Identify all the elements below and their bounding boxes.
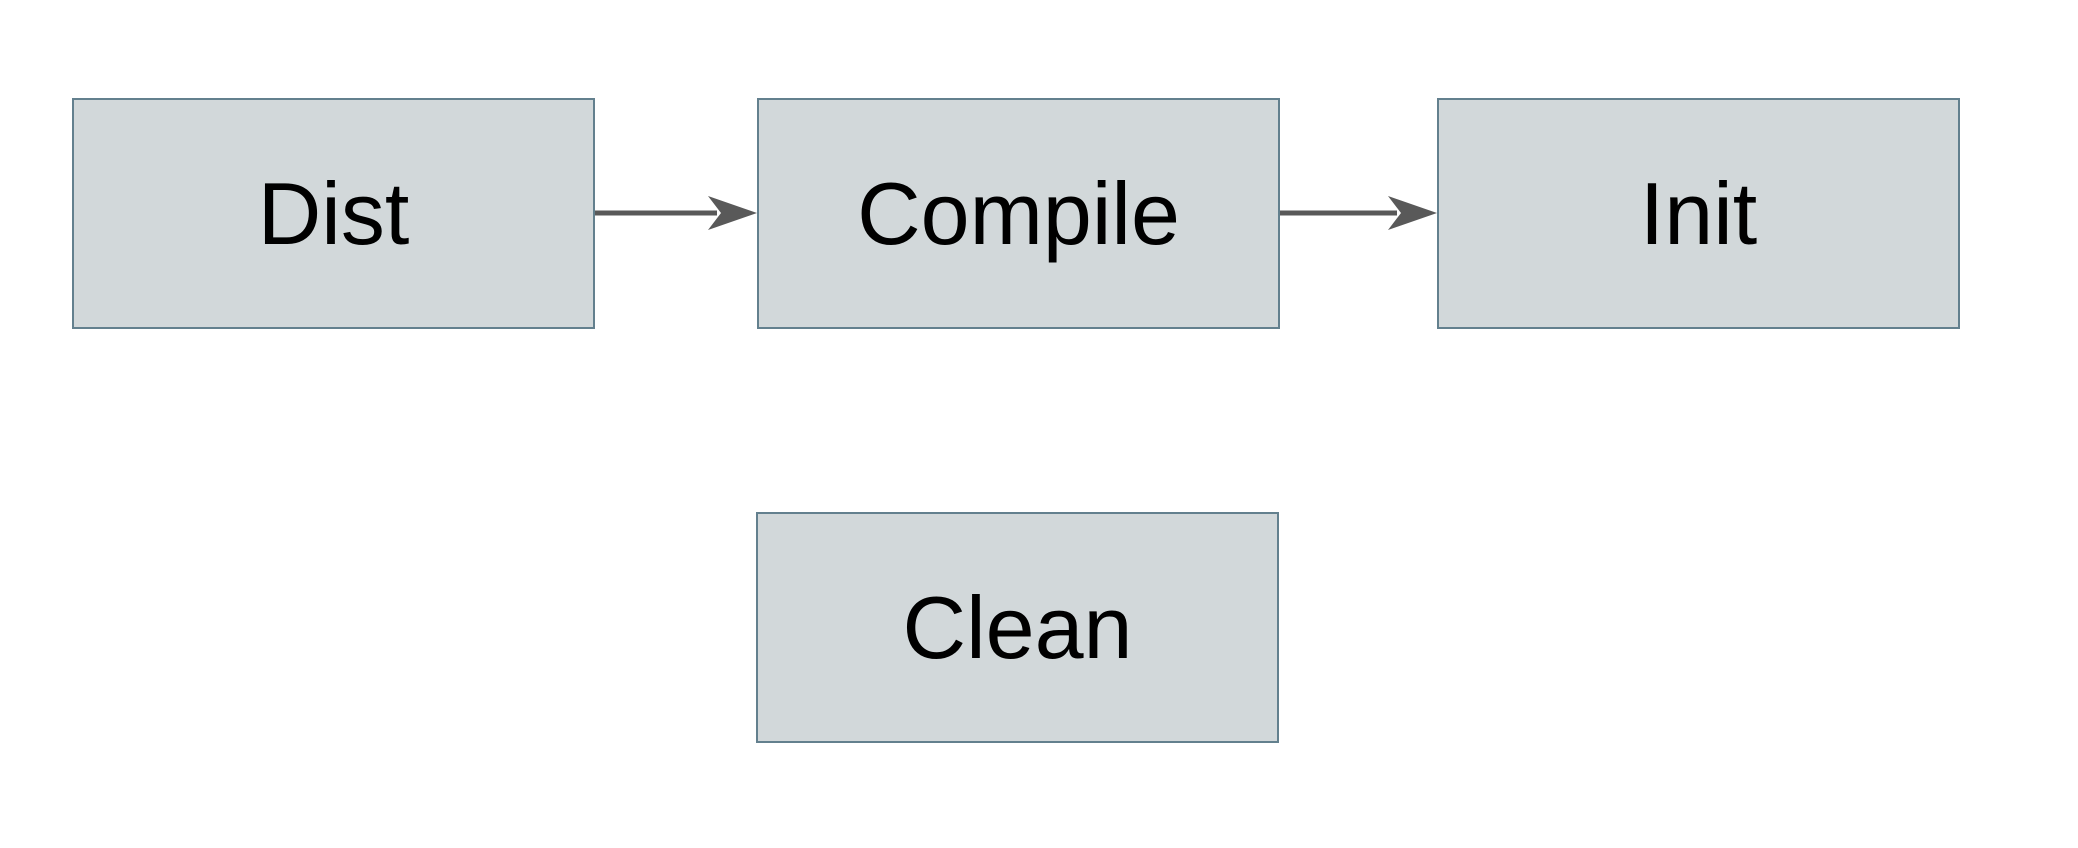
- node-init: Init: [1437, 98, 1960, 329]
- node-compile: Compile: [757, 98, 1280, 329]
- arrow-compile-to-init-icon: [1280, 196, 1437, 230]
- node-compile-label: Compile: [857, 163, 1180, 263]
- node-init-label: Init: [1639, 163, 1758, 263]
- node-dist: Dist: [72, 98, 595, 329]
- arrow-dist-to-compile-icon: [595, 196, 757, 230]
- node-clean-label: Clean: [902, 577, 1133, 677]
- node-dist-label: Dist: [257, 163, 410, 263]
- node-clean: Clean: [756, 512, 1279, 743]
